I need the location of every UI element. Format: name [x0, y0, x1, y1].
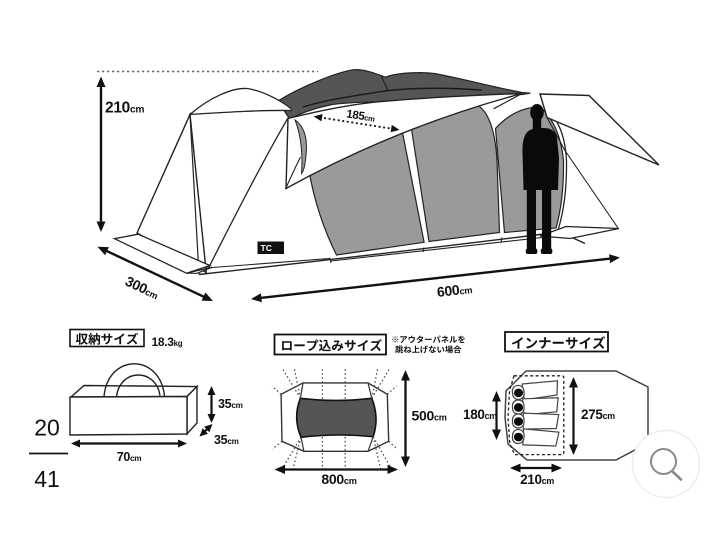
svg-text:18.3kg: 18.3kg	[152, 335, 183, 349]
svg-text:TC: TC	[261, 243, 272, 253]
svg-text:20: 20	[34, 415, 60, 441]
svg-text:800cm: 800cm	[321, 471, 356, 487]
svg-text:275cm: 275cm	[581, 407, 615, 422]
svg-text:300cm: 300cm	[123, 273, 162, 302]
svg-text:210cm: 210cm	[105, 100, 144, 117]
svg-text:35cm: 35cm	[218, 397, 243, 411]
svg-text:500cm: 500cm	[412, 408, 447, 424]
svg-text:35cm: 35cm	[214, 433, 239, 447]
svg-text:70cm: 70cm	[117, 450, 142, 464]
svg-text:210cm: 210cm	[520, 472, 554, 487]
svg-text:41: 41	[34, 466, 60, 492]
svg-text:600cm: 600cm	[436, 280, 473, 300]
svg-text:180cm: 180cm	[463, 407, 497, 422]
